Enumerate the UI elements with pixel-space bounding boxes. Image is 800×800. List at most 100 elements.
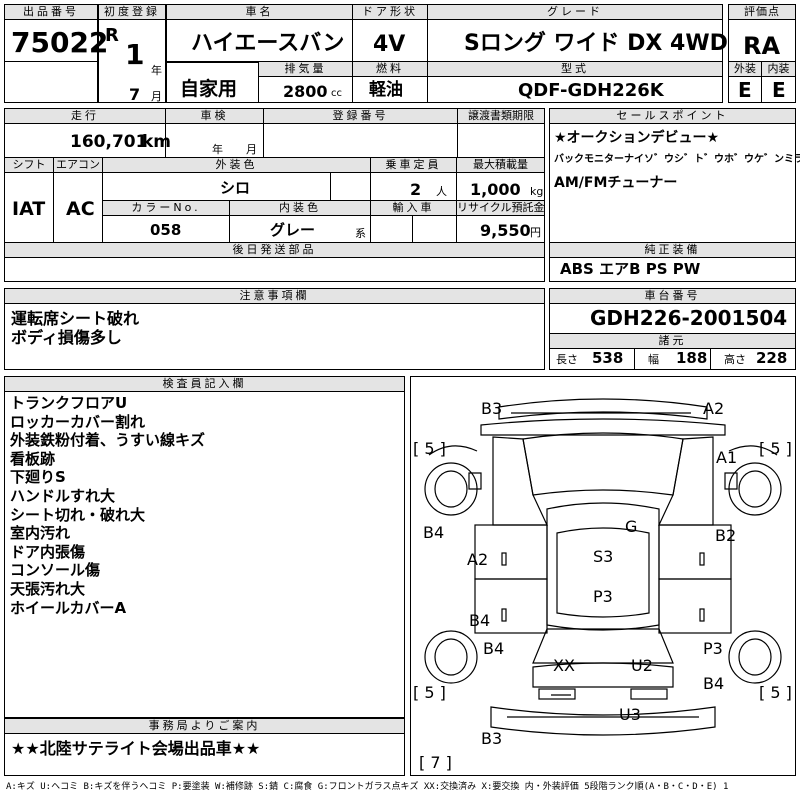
office-label: 事務局よりご案内 — [5, 719, 404, 734]
displacement-label: 排気量 — [259, 62, 352, 77]
displacement: 2800 — [283, 82, 328, 101]
door-cell: ドア形状 4V — [352, 4, 428, 62]
mark-a2-front: A2 — [703, 399, 725, 418]
mark-b3-rear: B3 — [481, 729, 503, 748]
reg-month: 7 — [129, 85, 141, 104]
damage-diagram-box: [ 5 ] [ 5 ] [ 5 ] [ 5 ] [ 7 ] B3 A2 A1 G… — [410, 376, 796, 776]
fuel-label: 燃料 — [353, 62, 427, 77]
exterior-label: 外装 — [729, 62, 761, 77]
score-label: 評価点 — [729, 5, 795, 20]
lot-number-lower — [4, 61, 98, 103]
inspection-year-unit: 年 — [212, 143, 223, 156]
inspector-note: シート切れ・破れ大 — [10, 505, 146, 524]
inspection-month-unit: 月 — [246, 143, 257, 156]
inspector-note: ハンドルすれ大 — [10, 486, 116, 505]
month-unit: 月 — [151, 90, 162, 103]
mark-a1: A1 — [716, 448, 738, 467]
tire-front-left: [ 5 ] — [413, 439, 446, 458]
history-label — [167, 62, 258, 63]
length: 538 — [592, 349, 624, 367]
length-label: 長さ — [556, 353, 578, 366]
color-label: 外装色 — [103, 158, 370, 173]
grade: Sロング ワイド DX 4WD — [464, 31, 728, 56]
exterior-grade: E — [738, 78, 752, 102]
interior-color: グレー — [270, 221, 316, 239]
sales-point-3: AM/FMチューナー — [554, 175, 678, 191]
mark-xx: XX — [553, 656, 575, 675]
capacity-label: 乗車定員 — [371, 158, 456, 173]
inspector-note: ホイールカバーA — [10, 598, 127, 617]
height: 228 — [756, 349, 788, 367]
plate-label: 登録番号 — [264, 109, 457, 124]
chassis-label: 車台番号 — [550, 289, 795, 304]
recycle-unit: 円 — [530, 226, 541, 239]
vehicle-outline-diagram — [424, 398, 782, 736]
inspection-label: 車検 — [166, 109, 263, 124]
lot-number: 75022 — [11, 26, 109, 59]
mark-b3-front: B3 — [481, 399, 503, 418]
displacement-cell: 排気量 2800 cc — [258, 61, 353, 103]
capacity-unit: 人 — [436, 185, 447, 198]
mileage-label: 走行 — [5, 109, 165, 124]
reg-year: 1 — [125, 38, 145, 71]
door: 4V — [373, 32, 406, 57]
color-no-label: カラーNo. — [103, 201, 229, 216]
load-unit: kg — [530, 185, 544, 198]
mark-a2-left: A2 — [467, 550, 489, 569]
inspector-note: トランクフロアU — [10, 394, 128, 412]
height-label: 高さ — [724, 353, 746, 366]
color: シロ — [220, 179, 251, 197]
chassis-number: GDH226-2001504 — [590, 306, 788, 330]
chassis-box: 車台番号 GDH226-2001504 諸元 長さ 538 幅 188 高さ 2… — [549, 288, 796, 370]
inspector-note: ドア内張傷 — [10, 542, 86, 561]
sales-points-label: セールスポイント — [550, 109, 795, 124]
inspector-label: 検査員記入欄 — [5, 377, 404, 392]
inspector-note: 天張汚れ大 — [10, 579, 86, 598]
load-label: 最大積載量 — [457, 158, 544, 173]
notes-box: 注意事項欄 運転席シート破れ ボディ損傷多し — [4, 288, 545, 370]
lot-number-label: 出品番号 — [5, 5, 97, 20]
note-1: 運転席シート破れ — [11, 309, 140, 328]
inspector-box: 検査員記入欄 トランクフロアU ロッカーカバー割れ 外装鉄粉付着、うすい線キズ … — [4, 376, 405, 718]
type: QDF-GDH226K — [518, 80, 664, 101]
transfer-label: 譲渡書類期限 — [458, 109, 544, 124]
width: 188 — [676, 349, 708, 367]
import-label: 輸入車 — [371, 201, 456, 216]
sales-points-box: セールスポイント ★オークションデビュー★ バックモニターナイソ゛ウシ゛ト゛ウホ… — [549, 108, 800, 282]
inspector-note: 看板跡 — [10, 449, 56, 468]
model-name-cell: 車名 ハイエースバン — [166, 4, 353, 62]
type-cell: 型式 QDF-GDH226K — [427, 61, 723, 103]
type-label: 型式 — [428, 62, 722, 77]
mark-p3-center: P3 — [593, 587, 613, 606]
year-unit: 年 — [151, 64, 162, 77]
model-name-label: 車名 — [167, 5, 352, 20]
notes-label: 注意事項欄 — [5, 289, 544, 304]
note-2: ボディ損傷多し — [11, 328, 122, 347]
tire-spare: [ 7 ] — [419, 753, 452, 772]
score: RA — [743, 32, 781, 60]
tire-rear-left: [ 5 ] — [413, 683, 446, 702]
mark-b4-lower: B4 — [483, 639, 505, 658]
mark-s3: S3 — [593, 547, 614, 566]
exterior-grade-cell: 外装 E — [728, 61, 762, 103]
shift: IAT — [12, 198, 46, 220]
grade-cell: グレード Sロング ワイド DX 4WD — [427, 4, 728, 62]
tire-rear-right: [ 5 ] — [759, 683, 792, 702]
load: 1,000 — [470, 180, 521, 199]
interior-color-unit: 系 — [355, 227, 366, 240]
grade-label: グレード — [428, 5, 722, 20]
parts-label: 後日発送部品 — [5, 243, 544, 258]
specs-block — [4, 108, 545, 282]
inspector-note: 下廻りS — [10, 468, 66, 487]
interior-grade: E — [772, 78, 786, 102]
shift-label: シフト — [5, 158, 53, 173]
mileage: 160,701 — [70, 132, 148, 152]
score-cell: 評価点 RA — [728, 4, 796, 62]
inspector-note: 外装鉄粉付着、うすい線キズ — [10, 431, 206, 450]
equipment: ABS エアB PS PW — [560, 260, 701, 278]
interior-color-label: 内装色 — [230, 201, 370, 216]
first-reg-label: 初度登録 — [99, 5, 165, 20]
mark-b4-left: B4 — [423, 523, 445, 542]
recycle: 9,550 — [480, 221, 531, 240]
km-unit: km — [142, 132, 172, 152]
